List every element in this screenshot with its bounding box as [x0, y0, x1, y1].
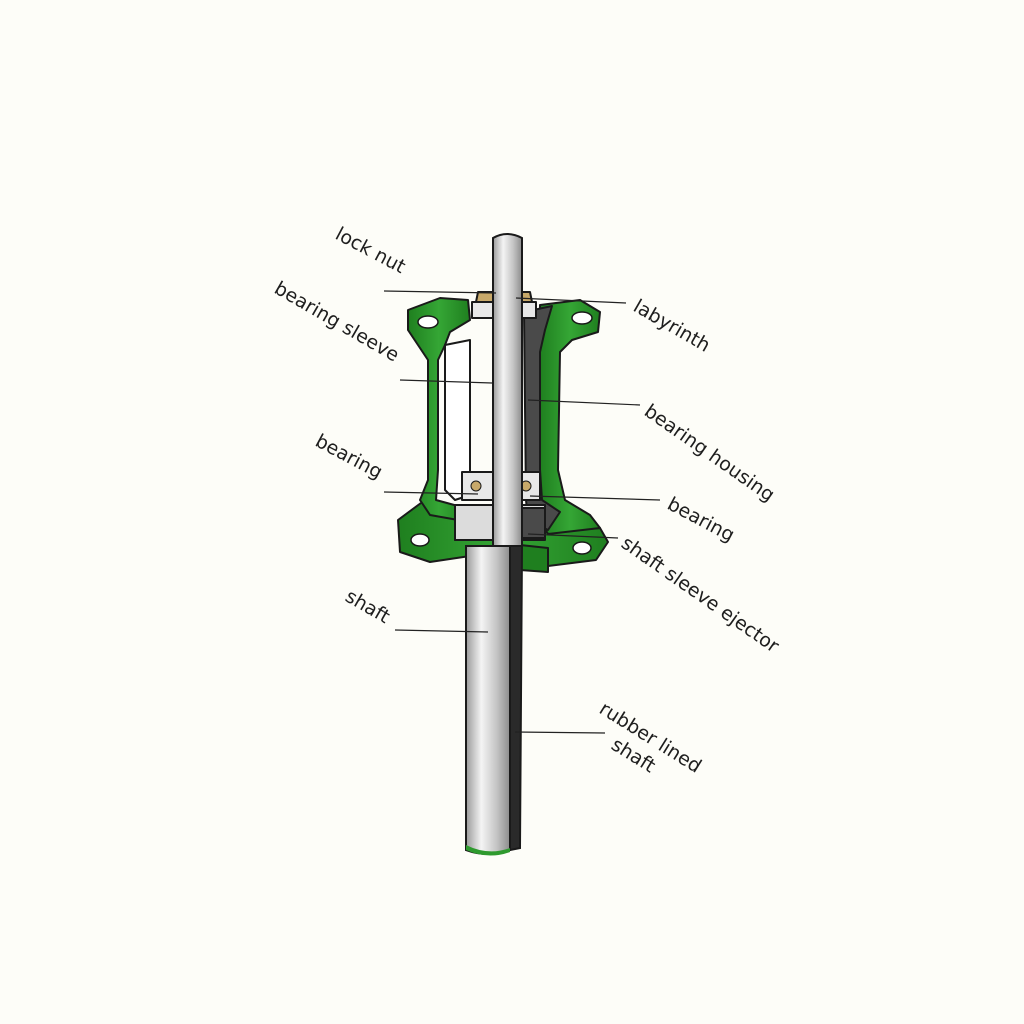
label-shaft-sleeve-ejector: shaft sleeve ejector [617, 532, 783, 657]
leader-bearing-left [383, 491, 479, 495]
label-bearing-left: bearing [312, 430, 386, 484]
leader-labyrinth [515, 297, 627, 304]
shaft-body [465, 233, 524, 856]
housing-left-wall [407, 297, 471, 521]
label-lock-nut: lock nut [332, 223, 409, 278]
leader-lock-nut [383, 290, 497, 294]
leader-bearing-housing [527, 399, 641, 406]
leader-rubber-lined-shaft [514, 731, 606, 734]
leader-shaft [394, 629, 489, 633]
label-bearing-housing: bearing housing [640, 400, 778, 506]
leader-bearing-right [529, 495, 661, 501]
label-shaft: shaft [342, 585, 394, 628]
leader-shaft-sleeve-ejector [527, 533, 619, 539]
leader-bearing-sleeve [399, 379, 493, 384]
label-bearing-right: bearing [664, 493, 738, 547]
label-bearing-sleeve: bearing sleeve [271, 277, 403, 366]
label-labyrinth: labyrinth [630, 295, 714, 356]
